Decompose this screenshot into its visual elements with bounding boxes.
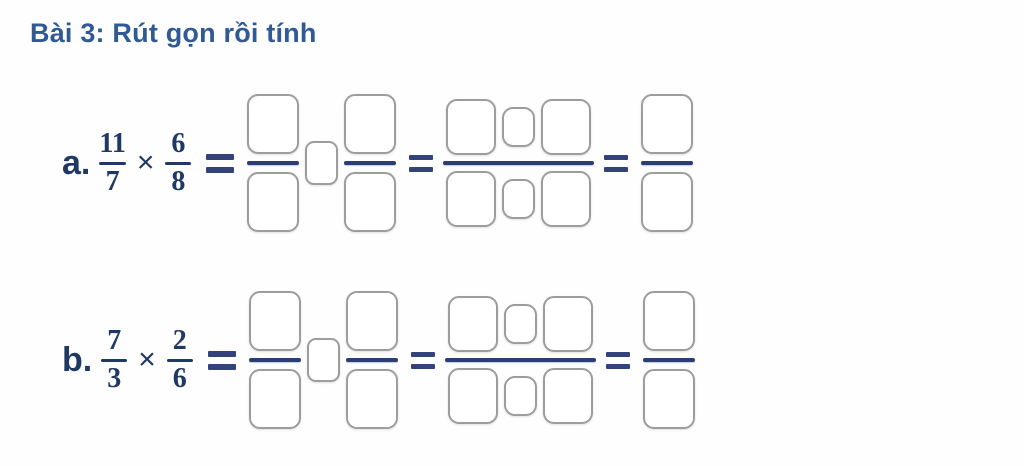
- numerator-row: [345, 291, 398, 351]
- fraction-bar: [247, 161, 300, 165]
- equals-icon: [206, 153, 235, 173]
- problem-a-step-3: [641, 94, 694, 232]
- problem-b-step-2: [444, 296, 596, 424]
- problem-a-label: a.: [62, 143, 91, 182]
- problem-a-step-1-operator-slot: [305, 141, 339, 185]
- problem-b-step-1-operator-slot: [306, 338, 340, 382]
- equals-icon: [409, 154, 434, 172]
- problem-a-step-1-left-fraction: [247, 94, 300, 232]
- answer-blank[interactable]: [641, 172, 694, 232]
- problem-a-step-1: [247, 94, 397, 232]
- problem-b-fraction-2-numerator: 2: [172, 325, 187, 357]
- denominator-row: [447, 368, 593, 424]
- problem-row-a: a. 11 7 × 6 8: [0, 78, 1024, 248]
- operator-blank[interactable]: [305, 141, 339, 185]
- operator-blank[interactable]: [503, 376, 537, 416]
- problem-a-step-2: [443, 99, 595, 227]
- denominator-row: [642, 369, 695, 429]
- problem-a-fraction-1-numerator: 11: [99, 128, 126, 160]
- problem-b-fraction-1-denominator: 3: [107, 362, 122, 394]
- answer-blank[interactable]: [345, 291, 398, 351]
- equals-icon: [207, 350, 236, 370]
- numerator-row: [344, 94, 397, 154]
- problem-a-step-1-right-fraction: [344, 94, 397, 232]
- answer-blank[interactable]: [344, 172, 397, 232]
- numerator-row: [447, 296, 593, 352]
- problem-a-statement: a. 11 7 × 6 8: [62, 129, 193, 196]
- operator-blank[interactable]: [306, 338, 340, 382]
- answer-blank[interactable]: [247, 94, 300, 154]
- page-title: Bài 3: Rút gọn rồi tính: [30, 18, 317, 48]
- answer-blank[interactable]: [641, 94, 694, 154]
- numerator-row: [248, 291, 301, 351]
- answer-blank[interactable]: [446, 171, 497, 227]
- problem-b-fraction-2-denominator: 6: [172, 362, 187, 394]
- problem-a-fraction-2-numerator: 6: [171, 128, 186, 160]
- answer-blank[interactable]: [541, 99, 592, 155]
- numerator-row: [642, 291, 695, 351]
- answer-blank[interactable]: [247, 172, 300, 232]
- problem-a-fraction-2-denominator: 8: [171, 165, 186, 197]
- denominator-row: [247, 172, 300, 232]
- fraction-bar: [166, 358, 193, 362]
- answer-blank[interactable]: [345, 369, 398, 429]
- answer-blank[interactable]: [642, 291, 695, 351]
- multiply-icon: ×: [138, 343, 156, 376]
- answer-blank[interactable]: [542, 368, 593, 424]
- fraction-bar: [345, 358, 398, 362]
- fraction-bar: [344, 161, 397, 165]
- numerator-row: [247, 94, 300, 154]
- problem-row-b: b. 7 3 × 2 6: [0, 275, 1024, 445]
- problem-b-fraction-1-numerator: 7: [107, 325, 122, 357]
- equals-icon: [605, 351, 630, 369]
- problem-b-statement: b. 7 3 × 2 6: [62, 326, 195, 393]
- denominator-row: [344, 172, 397, 232]
- numerator-row: [641, 94, 694, 154]
- problem-b-label: b.: [62, 340, 93, 379]
- problem-b-step-1-right-fraction: [345, 291, 398, 429]
- numerator-row: [446, 99, 592, 155]
- fraction-bar: [248, 358, 301, 362]
- fraction-bar: [165, 161, 192, 165]
- denominator-row: [641, 172, 694, 232]
- denominator-row: [248, 369, 301, 429]
- answer-blank[interactable]: [541, 171, 592, 227]
- fraction-bar: [444, 358, 596, 362]
- denominator-row: [345, 369, 398, 429]
- answer-blank[interactable]: [446, 99, 497, 155]
- answer-blank[interactable]: [642, 369, 695, 429]
- operator-blank[interactable]: [502, 107, 536, 147]
- fraction-bar: [101, 358, 128, 362]
- fraction-bar: [443, 161, 595, 165]
- equals-icon: [410, 351, 435, 369]
- answer-blank[interactable]: [542, 296, 593, 352]
- multiply-icon: ×: [136, 146, 155, 179]
- problem-a-fraction-1-denominator: 7: [105, 165, 120, 197]
- answer-blank[interactable]: [447, 296, 498, 352]
- answer-blank[interactable]: [248, 291, 301, 351]
- operator-blank[interactable]: [503, 304, 537, 344]
- problem-b-fraction-1: 7 3: [101, 325, 128, 394]
- denominator-row: [446, 171, 592, 227]
- equals-icon: [604, 154, 629, 172]
- answer-blank[interactable]: [248, 369, 301, 429]
- fraction-bar: [642, 358, 695, 362]
- fraction-bar: [99, 161, 126, 165]
- problem-a-fraction-1: 11 7: [99, 128, 126, 197]
- problem-b-step-1: [248, 291, 398, 429]
- answer-blank[interactable]: [344, 94, 397, 154]
- answer-blank[interactable]: [447, 368, 498, 424]
- problem-b-fraction-2: 2 6: [166, 325, 193, 394]
- fraction-bar: [641, 161, 694, 165]
- problem-b-step-1-left-fraction: [248, 291, 301, 429]
- problem-b-step-3: [642, 291, 695, 429]
- problem-a-fraction-2: 6 8: [165, 128, 192, 197]
- operator-blank[interactable]: [502, 179, 536, 219]
